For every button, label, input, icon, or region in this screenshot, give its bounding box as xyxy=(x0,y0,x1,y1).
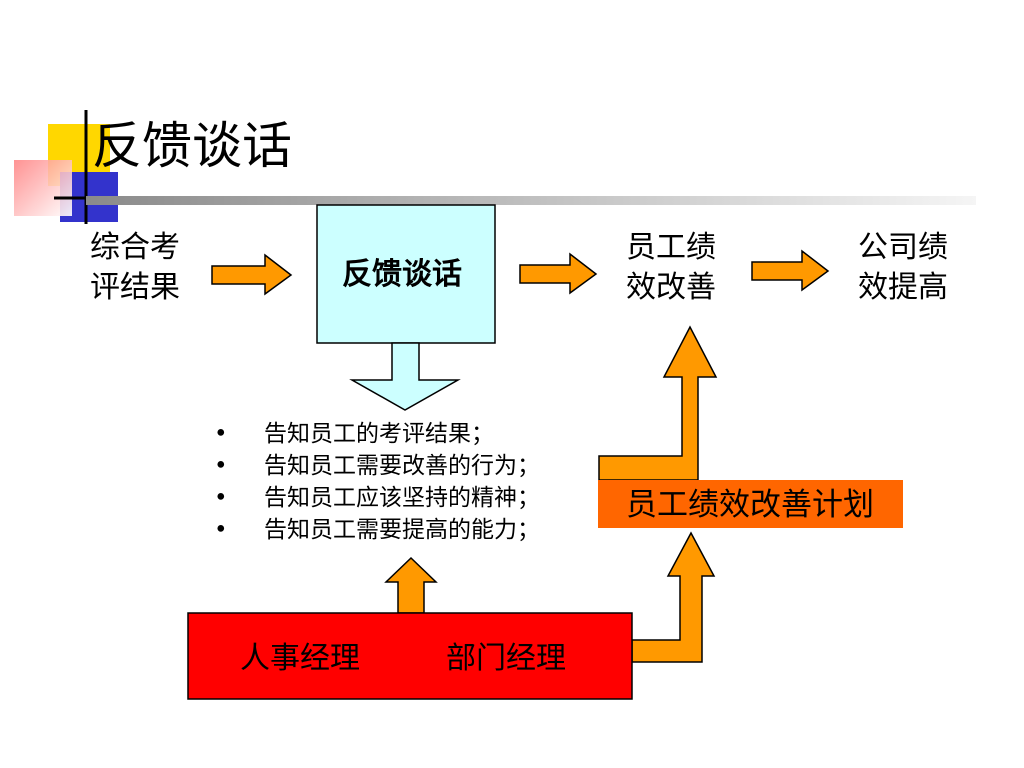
node-comprehensive-eval-line-2: 评结果 xyxy=(90,270,180,305)
page-title: 反馈谈话 xyxy=(92,117,292,175)
right-arrow-1 xyxy=(211,253,293,296)
up-arrow-to-bullets xyxy=(384,556,438,614)
managers-box xyxy=(187,612,633,700)
feedback-box xyxy=(316,204,496,344)
node-company-perf-improve-line-2: 效提高 xyxy=(858,270,948,305)
dept-manager-label: 部门经理 xyxy=(446,641,566,676)
node-comprehensive-eval: 综合考 评结果 xyxy=(90,228,180,308)
up-arrow-to-improvement xyxy=(598,325,718,481)
deco-red-square xyxy=(14,160,72,216)
node-employee-perf-improve-line-2: 效改善 xyxy=(626,270,716,305)
improvement-plan-label: 员工绩效改善计划 xyxy=(626,487,874,523)
bullet-item-3: 告知员工应该坚持的精神； xyxy=(214,482,540,514)
node-company-perf-improve: 公司绩 效提高 xyxy=(858,228,948,308)
node-company-perf-improve-line-1: 公司绩 xyxy=(858,230,948,265)
feedback-box-label: 反馈谈话 xyxy=(342,257,462,292)
improvement-plan-box xyxy=(598,480,903,528)
bullet-item-4: 告知员工需要提高的能力； xyxy=(214,514,540,546)
right-arrow-2 xyxy=(519,252,598,295)
hr-manager-label: 人事经理 xyxy=(240,641,360,676)
up-arrow-to-plan xyxy=(631,531,716,663)
node-comprehensive-eval-line-1: 综合考 xyxy=(90,230,180,265)
node-employee-perf-improve-line-1: 员工绩 xyxy=(626,230,716,265)
node-employee-perf-improve: 员工绩 效改善 xyxy=(626,228,716,308)
down-arrow-feedback xyxy=(349,342,461,411)
bullet-item-2: 告知员工需要改善的行为； xyxy=(214,450,540,482)
bullet-item-1: 告知员工的考评结果； xyxy=(214,418,540,450)
right-arrow-3 xyxy=(751,249,830,292)
feedback-bullet-list: 告知员工的考评结果； 告知员工需要改善的行为； 告知员工应该坚持的精神； 告知员… xyxy=(214,418,540,546)
title-underline xyxy=(86,196,976,205)
